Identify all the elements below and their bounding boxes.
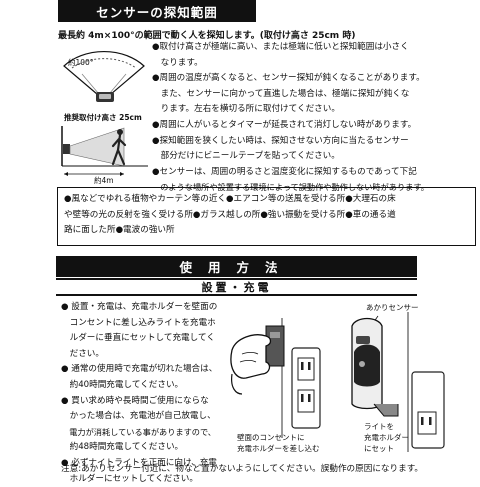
instructions-list: ● 設置・充電は、充電ホルダーを壁面の コンセントに差し込みライトを充電ホ ルダ… xyxy=(61,300,239,487)
section-title-usage: 使用方法 xyxy=(56,256,417,277)
list-item: 部分だけにビニールテープを貼ってください。 xyxy=(152,151,340,162)
list-item: なります。 xyxy=(152,57,203,68)
list-item: ●探知範囲を狭くしたい時は、探知させない方向に当たるセンサー xyxy=(152,135,409,146)
list-item: 約40時間充電してください。 xyxy=(61,379,184,390)
sensor-notes-list: ●取付け高さが極端に高い、または極端に低いと探知範囲は小さく なります。 ●周囲… xyxy=(152,40,477,196)
list-item: かった場合は、充電池が自己放電し、 xyxy=(61,411,216,422)
plug-holder-illustration xyxy=(230,318,321,438)
list-item: コンセントに差し込みライトを充電ホ xyxy=(61,317,216,328)
list-item: ● 必ずナイトライトを正面に向け、充電 xyxy=(61,457,217,468)
caution-note: 注意:あかりセンサー付近に、物など置かないようにしてください。誤動作の原因になり… xyxy=(61,464,424,474)
list-item: ● 通常の使用時で充電が切れた場合は、 xyxy=(61,364,218,375)
height-label: 推奨取付け高さ 25cm xyxy=(64,113,142,122)
list-item: 電力が消耗している事がありますので、 xyxy=(61,426,216,437)
holder-label-3: にセット xyxy=(364,444,394,453)
outlet-label-2: 充電ホルダーを差し込む xyxy=(237,444,320,453)
box-line: ●風などでゆれる植物やカーテン等の近く●エアコン等の送風を受ける所●大理石の床 xyxy=(64,194,396,204)
list-item: ルダーに垂直にセットして充電してく xyxy=(61,333,215,344)
list-item: ●センサーは、周囲の明るさと温度変化に探知するものであって下記 xyxy=(152,166,417,177)
list-item: ●周囲に人がいるとタイマーが延長されて消灯しない時があります。 xyxy=(152,119,417,130)
section-title-sensor-range: センサーの探知範囲 xyxy=(58,0,256,22)
avoid-locations-box: ●風などでゆれる植物やカーテン等の近く●エアコン等の送風を受ける所●大理石の床 … xyxy=(57,187,476,246)
list-item: また、センサーに向かって直進した場合は、極端に探知が鈍くな xyxy=(152,88,410,99)
list-item: ださい。 xyxy=(61,348,104,359)
list-item: ● 買い求め時や長時間ご使用にならな xyxy=(61,395,209,406)
box-line: や壁等の光の反射を強く受ける所●ガラス越しの所●強い振動を受ける所●車の通る道 xyxy=(64,209,396,220)
list-item: ●取付け高さが極端に高い、または極端に低いと探知範囲は小さく xyxy=(152,42,409,52)
list-item: ●周囲の温度が高くなると、センサー探知が鈍くなることがあります。 xyxy=(152,73,425,84)
list-item: ホルダーにセットしてください。 xyxy=(61,473,198,484)
side-view-diagram xyxy=(61,126,148,176)
list-item: 約48時間充電してください。 xyxy=(61,442,184,453)
distance-label: 約4m xyxy=(94,176,114,185)
subtitle-setup-charge: 設置・充電 xyxy=(56,278,417,296)
night-light-illustration xyxy=(351,312,445,452)
list-item: ります。左右を横切る所に取付けてください。 xyxy=(152,104,340,115)
angle-label: 約100° xyxy=(68,58,94,67)
sensor-label: あかりセンサー xyxy=(366,303,419,312)
box-line: 路に面した所●電波の強い所 xyxy=(64,225,175,236)
holder-label-2: 充電ホルダー xyxy=(364,433,409,442)
range-description: 最長約 4m×100°の範囲で動く人を探知します。(取付け高さ 25cm 時) xyxy=(58,31,356,41)
holder-label-1: ライトを xyxy=(364,422,394,431)
list-item: ● 設置・充電は、充電ホルダーを壁面の xyxy=(61,302,218,312)
outlet-label-1: 壁面のコンセントに xyxy=(237,433,305,442)
detection-fan-diagram xyxy=(63,50,145,102)
